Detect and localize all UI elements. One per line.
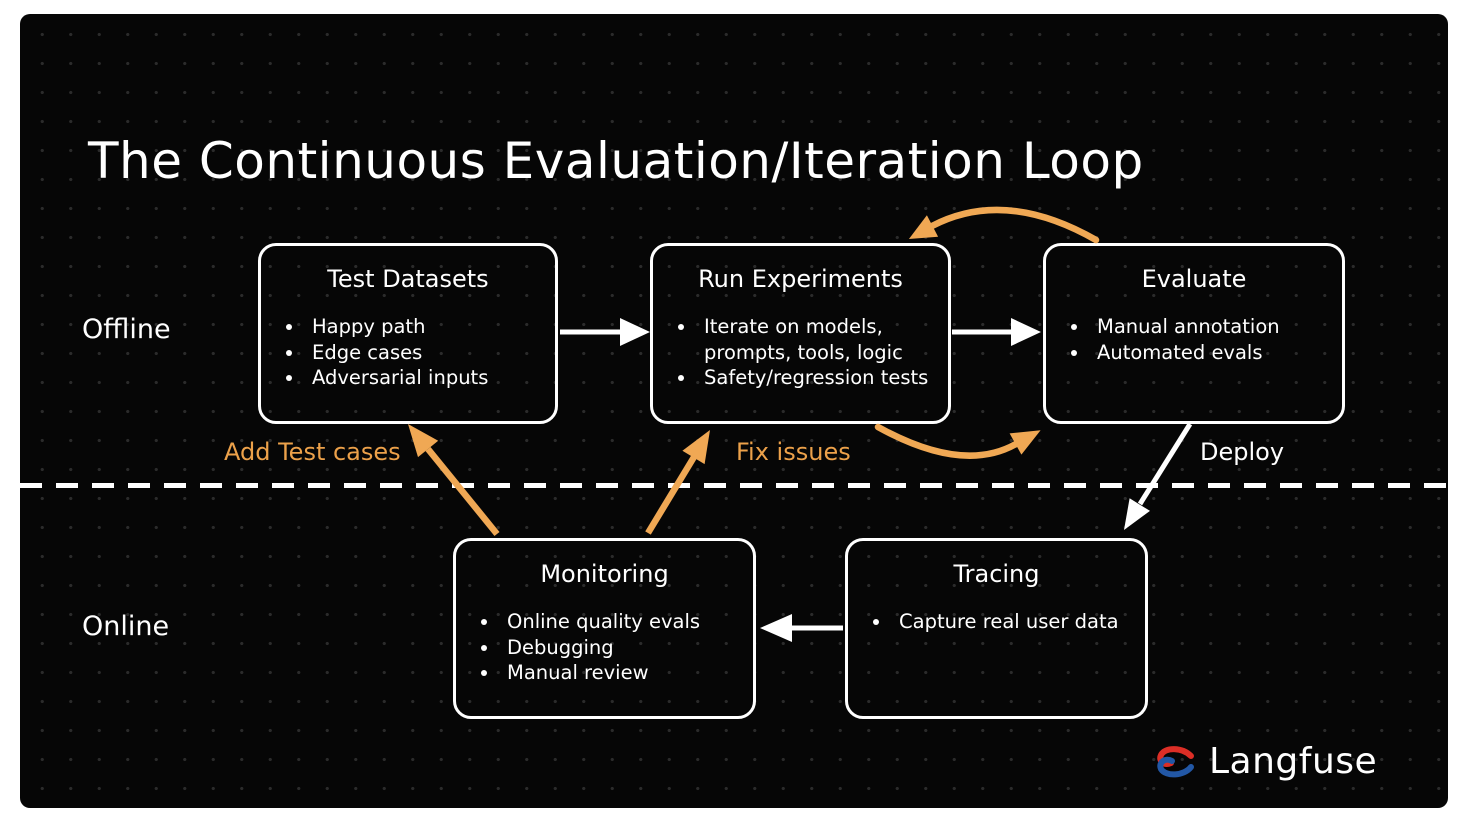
add-test-cases-label: Add Test cases [224, 438, 401, 466]
tracing-list: Capture real user data [848, 609, 1145, 635]
online-section-label: Online [82, 611, 170, 642]
run-experiments-box: Run Experiments Iterate on models, promp… [650, 243, 951, 424]
langfuse-logo-text: Langfuse [1209, 741, 1378, 782]
evaluate-list: Manual annotation Automated evals [1046, 314, 1342, 365]
langfuse-logo: Langfuse [1152, 741, 1377, 782]
list-item: Edge cases [305, 340, 545, 366]
langfuse-logo-icon [1157, 745, 1194, 777]
fix-issues-label: Fix issues [736, 438, 851, 466]
list-item: Capture real user data [892, 609, 1135, 635]
offline-section-label: Offline [82, 314, 171, 345]
list-item: Automated evals [1090, 340, 1332, 366]
test-datasets-title: Test Datasets [327, 265, 489, 293]
evaluate-title: Evaluate [1141, 265, 1247, 293]
deploy-label: Deploy [1200, 438, 1285, 466]
list-item: Safety/regression tests [697, 365, 938, 391]
monitoring-list: Online quality evals Debugging Manual re… [456, 609, 753, 686]
list-item: Online quality evals [500, 609, 743, 635]
list-item: Iterate on models, prompts, tools, logic [697, 314, 938, 365]
monitoring-box: Monitoring Online quality evals Debuggin… [453, 538, 756, 719]
run-experiments-title: Run Experiments [698, 265, 903, 293]
test-datasets-list: Happy path Edge cases Adversarial inputs [261, 314, 555, 391]
list-item: Happy path [305, 314, 545, 340]
offline-online-divider [20, 483, 1448, 488]
slide-title: The Continuous Evaluation/Iteration Loop [88, 131, 1144, 190]
list-item: Manual review [500, 660, 743, 686]
test-datasets-box: Test Datasets Happy path Edge cases Adve… [258, 243, 558, 424]
tracing-box: Tracing Capture real user data [845, 538, 1148, 719]
run-experiments-list: Iterate on models, prompts, tools, logic… [653, 314, 948, 391]
list-item: Adversarial inputs [305, 365, 545, 391]
tracing-title: Tracing [953, 560, 1040, 588]
evaluate-box: Evaluate Manual annotation Automated eva… [1043, 243, 1345, 424]
slide-background [20, 14, 1448, 808]
list-item: Debugging [500, 635, 743, 661]
monitoring-title: Monitoring [540, 560, 669, 588]
list-item: Manual annotation [1090, 314, 1332, 340]
